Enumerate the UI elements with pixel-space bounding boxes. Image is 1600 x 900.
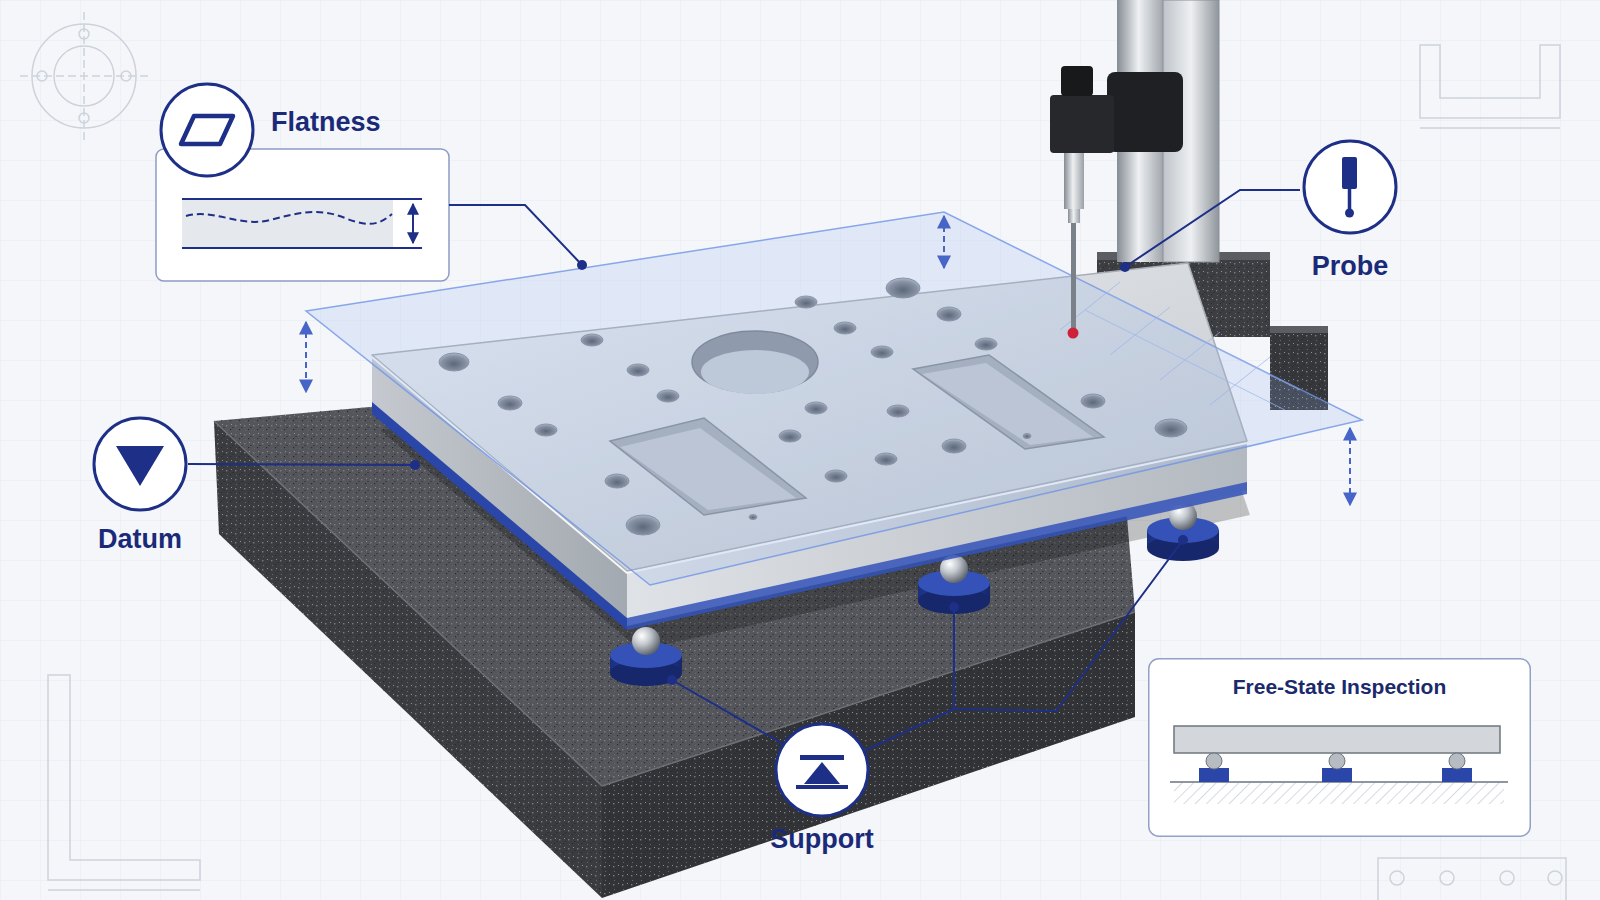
support-ball	[1329, 753, 1345, 769]
plane-grid-line	[1210, 357, 1270, 405]
support-ball	[1449, 753, 1465, 769]
support-icon	[796, 785, 848, 789]
callout-outline	[92, 416, 188, 512]
probe-icon	[1348, 189, 1352, 209]
leader-dot	[577, 260, 587, 270]
plate-sketch	[1378, 858, 1566, 900]
probe-collar	[1107, 72, 1183, 152]
support-middle	[918, 555, 990, 614]
plane-grid-line	[1060, 282, 1120, 330]
tolerance-arrow	[412, 204, 414, 243]
support-icon	[800, 755, 844, 760]
tolerance-arrow	[943, 216, 945, 268]
leader-line	[862, 607, 954, 752]
callout-label: Support	[770, 824, 873, 854]
support-pad	[1442, 768, 1472, 782]
plane-grid-line	[1085, 310, 1285, 410]
dimension-line-sketch	[1420, 127, 1560, 129]
leader-line	[449, 205, 582, 265]
callout-circle: Probe	[1302, 139, 1398, 235]
leader-dot	[949, 602, 959, 612]
flatness-icon	[181, 116, 233, 144]
callout-label: Probe	[1312, 251, 1389, 281]
probe-icon	[1345, 209, 1354, 218]
hole-sketch	[1548, 871, 1562, 885]
plane-grid	[1060, 282, 1300, 410]
channel-sketch	[1420, 45, 1560, 118]
callout-ring	[776, 724, 868, 816]
hole-sketch	[1440, 871, 1454, 885]
probe-body	[1068, 209, 1080, 223]
tolerance-plane-outline	[306, 212, 1362, 585]
leader-dot	[1178, 535, 1188, 545]
probe-assembly	[1050, 66, 1183, 339]
angle-sketch	[48, 675, 200, 880]
tolerance-arrow	[305, 322, 307, 392]
callout-label: Datum	[98, 524, 182, 554]
leader-dots	[410, 260, 1188, 685]
support-icon	[804, 762, 840, 784]
support-ball	[1206, 753, 1222, 769]
stand-base-top	[1270, 326, 1328, 333]
ground-hatch	[1174, 782, 1504, 804]
panel-frame	[1149, 659, 1531, 837]
tolerance-boundary	[182, 247, 422, 249]
center-line	[83, 12, 85, 140]
inset-surface	[182, 199, 393, 248]
leader-line	[672, 680, 790, 748]
support-front	[610, 627, 682, 686]
leader-line	[188, 464, 415, 465]
leader-lines	[188, 190, 1300, 752]
hole-sketch	[1500, 871, 1514, 885]
tolerance-arrow	[1349, 428, 1351, 505]
probe-icon	[1342, 157, 1357, 189]
callout-label: Flatness	[271, 107, 381, 137]
tolerance-zone-arrows	[306, 216, 1350, 505]
surface-profile	[186, 212, 392, 224]
inset-panel: Free-State Inspection	[1148, 658, 1531, 837]
probe-body	[1064, 153, 1084, 209]
callout-outline	[1302, 139, 1398, 235]
datum-icon	[116, 446, 164, 486]
tolerance-plane	[306, 212, 1362, 585]
leader-dot	[667, 675, 677, 685]
hole-sketch	[1390, 871, 1404, 885]
leader-dot	[410, 460, 420, 470]
probe-clamp	[1050, 95, 1114, 153]
callout-ring	[94, 418, 186, 510]
callout-ring	[1304, 141, 1396, 233]
probe-stylus	[1071, 223, 1076, 329]
dimension-line-sketch	[48, 889, 200, 891]
corner-sketch	[20, 12, 1566, 900]
callout-outline	[774, 722, 870, 818]
callout-ring	[161, 84, 253, 176]
callout-outline	[159, 82, 255, 178]
callout-circle: Datum	[92, 416, 188, 512]
probe-tip	[1068, 328, 1079, 339]
support-pad	[1322, 768, 1352, 782]
tolerance-boundary	[182, 198, 422, 200]
leader-dot	[1120, 262, 1130, 272]
panel-title: Free-State Inspection	[1148, 674, 1531, 700]
plane-grid-line	[1160, 332, 1220, 380]
plane-grid-line	[1100, 290, 1300, 390]
plane-grid-line	[1110, 307, 1170, 355]
leader-line	[1125, 190, 1300, 267]
support-pad	[1199, 768, 1229, 782]
callout-circle: Support	[774, 722, 870, 818]
callout-circle: Flatness	[159, 82, 255, 178]
part-section	[1174, 726, 1500, 753]
support-ball	[632, 627, 660, 655]
clamp-knob	[1061, 66, 1093, 96]
